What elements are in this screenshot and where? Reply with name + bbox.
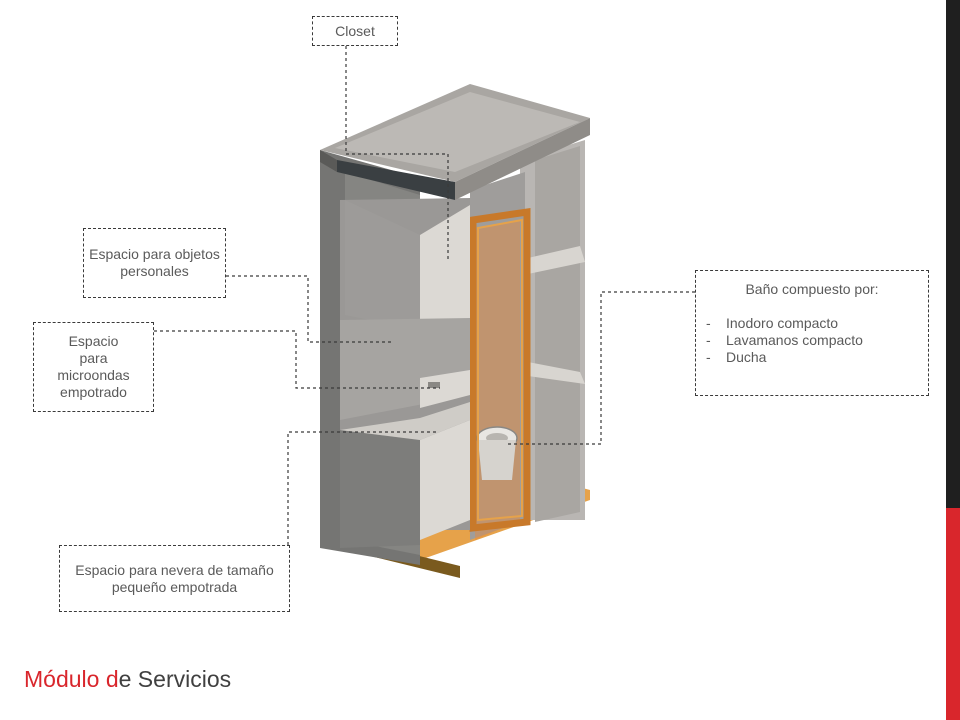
bano-list: -Inodoro compacto -Lavamanos compacto -D… xyxy=(706,315,918,366)
bano-item-text: Lavamanos compacto xyxy=(726,332,863,348)
callout-nevera: Espacio para nevera de tamaño pequeño em… xyxy=(59,545,290,612)
page-title: Módulo de Servicios xyxy=(24,666,231,693)
callout-personales-text: Espacio para objetos personales xyxy=(89,246,220,279)
side-bar-red xyxy=(946,508,960,720)
bano-item: -Inodoro compacto xyxy=(706,315,839,331)
callout-microondas: Espacio para microondas empotrado xyxy=(33,322,154,412)
fridge-block xyxy=(420,420,470,540)
callout-microondas-text: Espacio para microondas empotrado xyxy=(57,333,130,400)
bano-item: -Lavamanos compacto xyxy=(706,332,863,348)
callout-bano: Baño compuesto por: -Inodoro compacto -L… xyxy=(695,270,929,396)
shower-glow xyxy=(475,220,520,540)
callout-bano-title: Baño compuesto por: xyxy=(745,281,879,297)
page-title-accent-1: Módulo xyxy=(24,666,106,692)
callout-personales: Espacio para objetos personales xyxy=(83,228,226,298)
bano-item-text: Inodoro compacto xyxy=(726,315,839,331)
callout-closet-text: Closet xyxy=(335,22,375,39)
page-title-accent-2: d xyxy=(105,666,119,692)
bano-item-text: Ducha xyxy=(726,349,767,365)
bano-item: -Ducha xyxy=(706,349,767,365)
door-frame xyxy=(469,207,531,532)
side-bar-dark xyxy=(946,0,960,508)
callout-closet: Closet xyxy=(312,16,398,46)
page-title-rest: e Servicios xyxy=(118,666,232,692)
callout-nevera-text: Espacio para nevera de tamaño pequeño em… xyxy=(75,561,274,595)
